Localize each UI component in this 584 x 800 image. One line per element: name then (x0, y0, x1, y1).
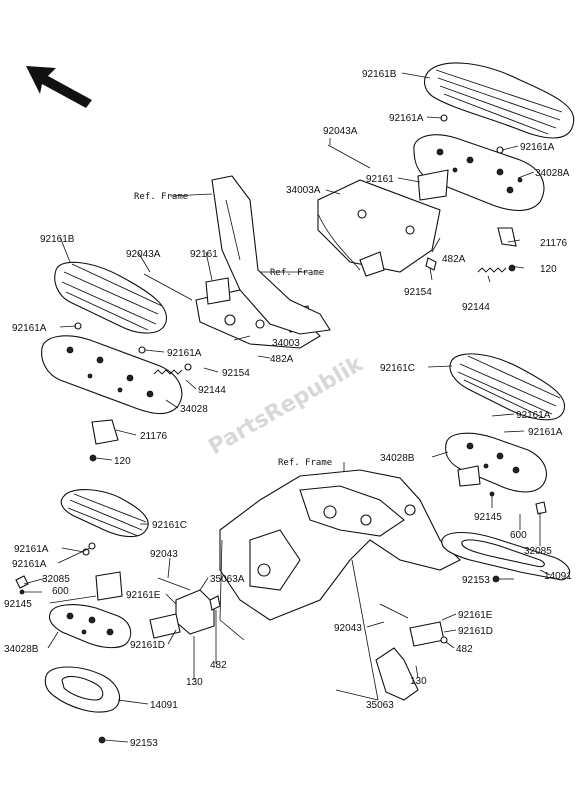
footboard-pad-top-right (423, 62, 575, 139)
label-92161D-right: 92161D (458, 626, 493, 637)
label-34003A: 34003A (286, 185, 321, 196)
label-92161C-right: 92161C (380, 363, 415, 374)
label-32085-left: 32085 (42, 574, 70, 585)
bolt-92043A-left (143, 273, 193, 301)
bracket-lower-right (375, 603, 448, 701)
ref-frame-upper (211, 175, 331, 335)
label-14091-right: 14091 (544, 571, 572, 582)
footboard-pad-bottom-left (60, 489, 149, 538)
label-130-right: 130 (410, 676, 427, 687)
label-482A-left: 482A (270, 354, 294, 365)
label-21176-top: 21176 (540, 238, 568, 249)
label-34028B-right: 34028B (380, 453, 415, 464)
label-92144-top: 92144 (462, 302, 490, 313)
label-21176-left: 21176 (140, 431, 168, 442)
label-92161A-top-2: 92161A (520, 142, 555, 153)
stopper-21176-left (91, 419, 119, 445)
label-482-right: 482 (456, 644, 473, 655)
bracket-lower-left (149, 577, 221, 639)
label-92153-right: 92153 (462, 575, 490, 586)
footboard-right (445, 432, 547, 493)
label-482-left: 482 (210, 660, 227, 671)
label-92153-left: 92153 (130, 738, 158, 749)
spring-top-right (477, 267, 507, 273)
label-600-left: 600 (52, 586, 69, 597)
label-92043-right: 92043 (334, 623, 362, 634)
label-34003: 34003 (272, 338, 300, 349)
leader-lines (23, 72, 551, 743)
label-ref-frame-1: Ref. Frame (134, 192, 188, 202)
label-92043-mid: 92043 (150, 549, 178, 560)
footboard-bottom-left (48, 571, 132, 649)
label-92161B-top: 92161B (362, 69, 397, 80)
label-92145-right: 92145 (474, 512, 502, 523)
label-92161-left: 92161 (190, 249, 218, 260)
label-92161A-right-1: 92161A (516, 410, 551, 421)
footboard-pad-left (54, 261, 168, 334)
label-92043A-left: 92043A (126, 249, 161, 260)
label-ref-frame-3: Ref. Frame (278, 458, 332, 468)
stopper-21176-top (497, 227, 517, 247)
label-92154-left: 92154 (222, 368, 250, 379)
label-35063: 35063 (366, 700, 394, 711)
label-32085-right: 32085 (524, 546, 552, 557)
label-482A-top: 482A (442, 254, 466, 265)
cover-bottom-left (44, 666, 121, 713)
label-92154-top: 92154 (404, 287, 432, 298)
bracket-top-right (317, 169, 449, 277)
label-92161A-left-1: 92161A (12, 323, 47, 334)
label-92043A-top: 92043A (323, 126, 358, 137)
label-92161E-right: 92161E (458, 610, 493, 621)
label-92161A-left-2: 92161A (167, 348, 202, 359)
screw-120-left (89, 454, 97, 462)
label-92161A-bottom-left-1: 92161A (14, 544, 49, 555)
label-92161A-right-2: 92161A (528, 427, 563, 438)
footboard-pad-right (449, 353, 566, 421)
label-92161B-left: 92161B (40, 234, 75, 245)
main-frame-center (219, 469, 461, 641)
label-92161E-left: 92161E (126, 590, 161, 601)
label-130-left: 130 (186, 677, 203, 688)
label-92161A-top-1: 92161A (389, 113, 424, 124)
label-92161D-left: 92161D (130, 640, 165, 651)
front-arrow-icon (26, 66, 92, 108)
label-600-right: 600 (510, 530, 527, 541)
bolt-92154-top (425, 257, 437, 271)
spring-left (153, 369, 183, 375)
label-120-top: 120 (540, 264, 557, 275)
label-92161-top: 92161 (366, 174, 394, 185)
label-34028: 34028 (180, 404, 208, 415)
footboard-left (41, 335, 183, 415)
label-14091-left: 14091 (150, 700, 178, 711)
label-35063A: 35063A (210, 574, 245, 585)
label-120-left: 120 (114, 456, 131, 467)
footboard-top-right (413, 134, 545, 212)
cover-right (441, 532, 571, 581)
label-92145-left: 92145 (4, 599, 32, 610)
bolt-92043A-top (327, 144, 371, 169)
part-labels: 92161B 92161A 92161A 34028A 92043A 92161… (4, 69, 572, 749)
label-34028A: 34028A (535, 168, 570, 179)
label-ref-frame-2: Ref. Frame (270, 268, 324, 278)
label-92161A-bottom-left-2: 92161A (12, 559, 47, 570)
label-92161C-left: 92161C (152, 520, 187, 531)
label-34028B-left: 34028B (4, 644, 39, 655)
label-92144-left: 92144 (198, 385, 226, 396)
